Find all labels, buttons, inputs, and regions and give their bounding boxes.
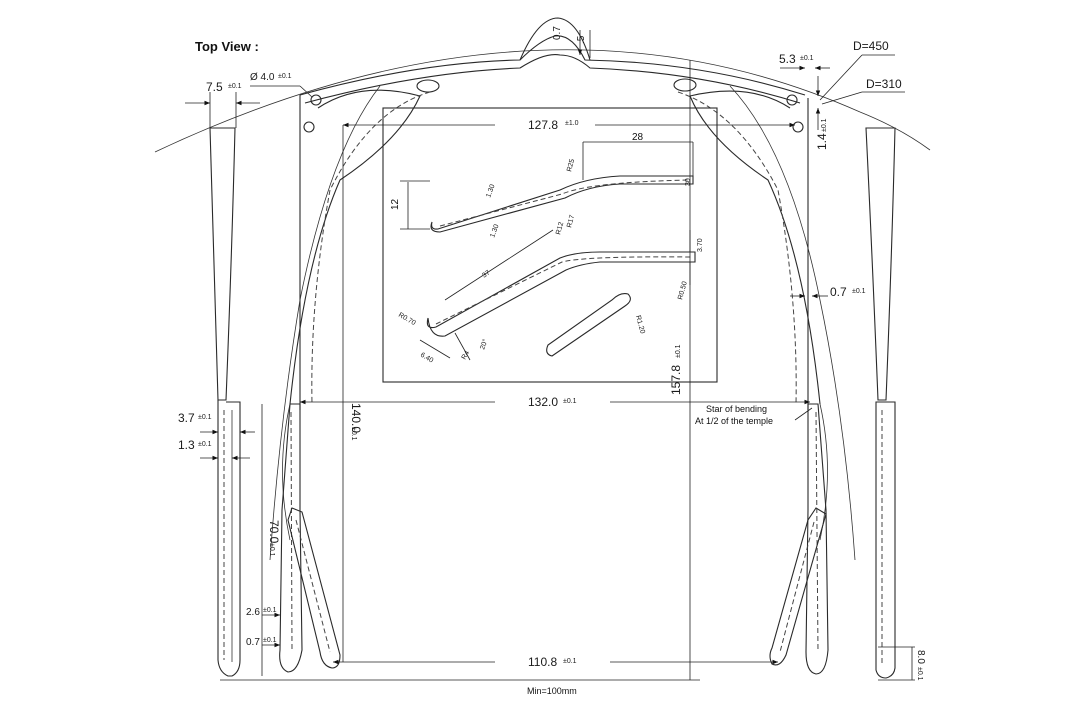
detail-r0-70: R0.70	[397, 312, 417, 327]
dimension-lines	[185, 30, 915, 681]
tol-1-3: ±0.1	[198, 441, 212, 448]
dim-127-8: 127.8	[528, 118, 558, 132]
tol-110-8: ±0.1	[563, 658, 577, 665]
dim-0-7-right: 0.7	[830, 285, 847, 299]
temple-left-view	[209, 127, 241, 677]
detail-20deg: 20°	[478, 338, 489, 351]
tol-70: ±0.1	[268, 543, 275, 557]
frame-front	[299, 17, 809, 410]
detail-37: 37	[481, 269, 491, 279]
detail-6-40: 6.40	[419, 352, 434, 365]
bend-note-1: Star of bending	[706, 404, 767, 414]
dim-8-0: 8.0	[915, 650, 926, 664]
dim-157-8: 157.8	[669, 365, 683, 395]
detail-labels: 28 12 1.30 1.30 R25 30 R17 R12 3.70 37 R…	[390, 132, 704, 365]
dim-hole: Ø 4.0	[250, 72, 275, 83]
arc-d450	[154, 49, 861, 153]
tol-hole: ±0.1	[278, 73, 292, 80]
dim-70: 70.0	[267, 520, 281, 544]
dim-3-7: 3.7	[178, 411, 195, 425]
dia-310: D=310	[866, 77, 902, 91]
detail-r25: R25	[566, 158, 576, 172]
tol-0-7-bottom: ±0.1	[263, 637, 277, 644]
dim-top-gap-b: .5	[576, 35, 587, 44]
dim-110-8: 110.8	[528, 655, 557, 669]
view-title: Top View :	[195, 39, 259, 54]
lens-outline	[282, 89, 828, 541]
folded-temples-left	[279, 403, 341, 673]
detail-12: 12	[390, 198, 401, 210]
tol-5-3: ±0.1	[800, 55, 814, 62]
tol-2-6: ±0.1	[263, 607, 277, 614]
tol-132: ±0.1	[563, 398, 577, 405]
detail-r4: R4	[461, 350, 472, 361]
detail-3-70: 3.70	[697, 238, 704, 252]
detail-r0-50: R0.50	[677, 281, 689, 301]
temple-curve-left	[269, 85, 381, 561]
detail-r1-20: R1.20	[634, 315, 646, 335]
dim-7-5: 7.5	[206, 80, 223, 94]
dim-140: 140.0	[349, 403, 363, 433]
temple-curve-right	[729, 85, 856, 561]
tol-0-7-right: ±0.1	[852, 288, 866, 295]
tol-140: ±0.1	[350, 427, 357, 441]
detail-30: 30	[685, 178, 692, 186]
tol-157-8: ±0.1	[675, 344, 682, 358]
dim-top-gap: 0.7	[552, 26, 563, 40]
detail-28: 28	[632, 132, 644, 143]
dim-132: 132.0	[528, 395, 558, 409]
dimension-labels: 7.5 ±0.1 Ø 4.0 ±0.1 0.7 .5 5.3 ±0.1 D=45…	[178, 26, 926, 696]
tol-8-0: ±0.1	[916, 667, 923, 681]
dim-2-6: 2.6	[246, 607, 260, 618]
detail-r17: R17	[566, 214, 576, 228]
dim-5-3: 5.3	[779, 52, 796, 66]
dia-450: D=450	[853, 39, 889, 53]
tol-3-7: ±0.1	[198, 414, 212, 421]
bend-note-2: At 1/2 of the temple	[695, 416, 773, 426]
temple-right-view	[865, 127, 896, 679]
dim-1-3: 1.3	[178, 438, 195, 452]
dim-0-7-bottom: 0.7	[246, 637, 260, 648]
dim-1-4: 1.4	[815, 133, 829, 150]
arc-d310-right	[859, 111, 931, 151]
detail-1-30a: 1.30	[485, 183, 496, 198]
detail-1-30b: 1.30	[489, 223, 500, 238]
detail-box	[382, 107, 718, 383]
min-note: Min=100mm	[527, 686, 577, 696]
tol-7-5: ±0.1	[228, 83, 242, 90]
detail-r12: R12	[555, 221, 565, 235]
folded-temples-right	[769, 403, 829, 675]
tol-1-4: ±0.1	[821, 118, 828, 132]
tol-127-8: ±1.0	[565, 120, 579, 127]
